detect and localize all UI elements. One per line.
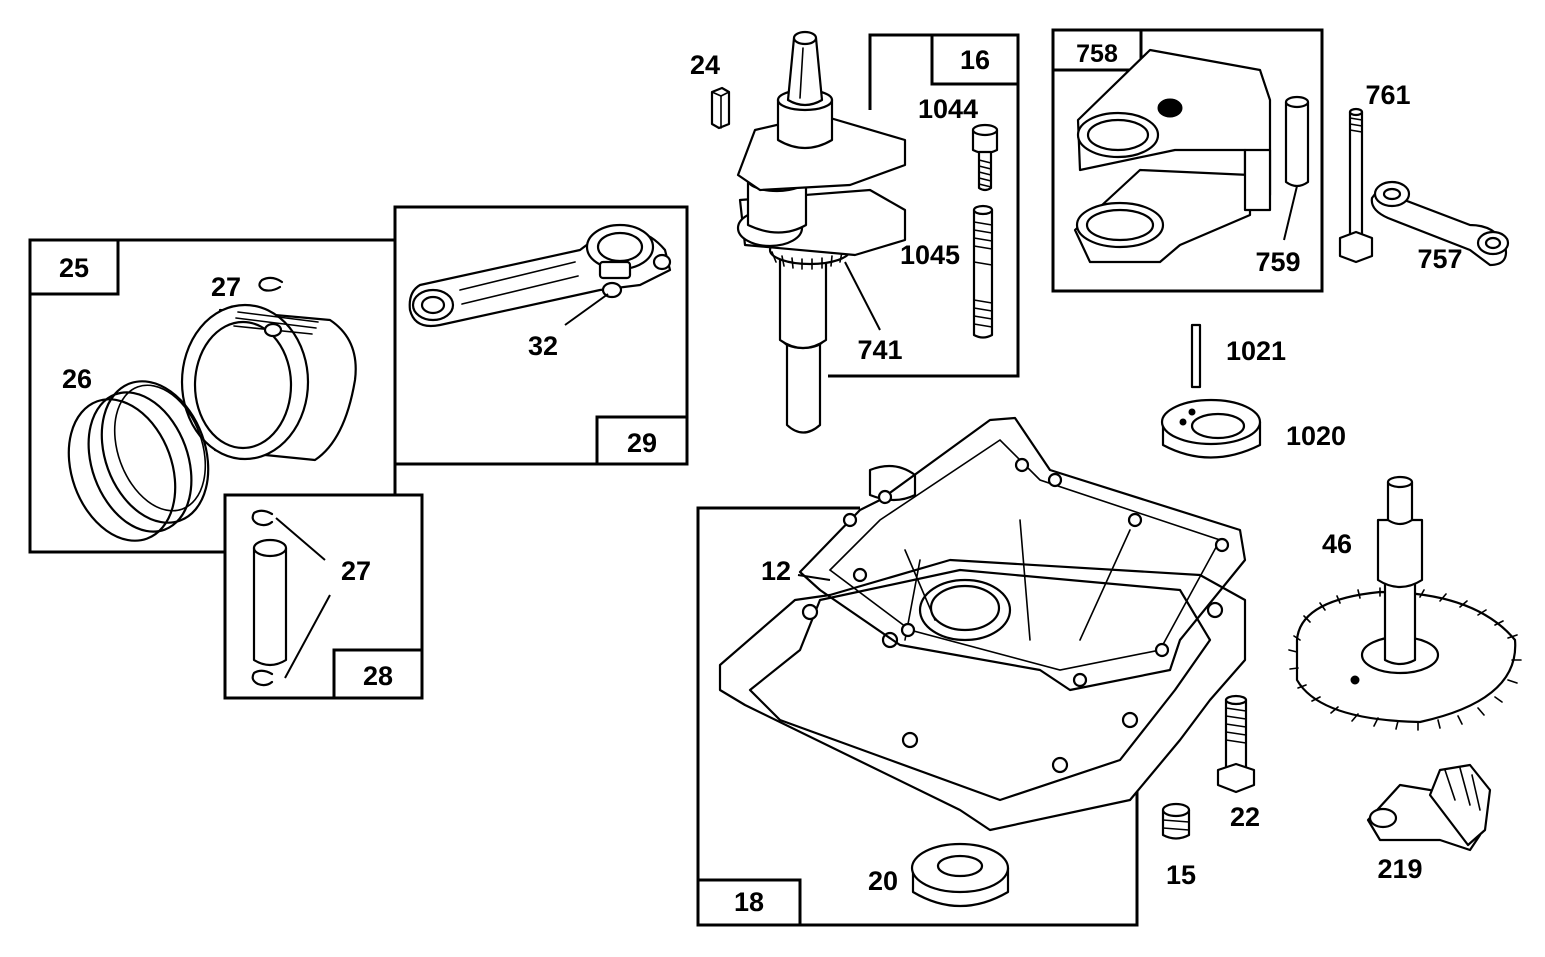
leader-12 xyxy=(797,574,831,581)
leader-27-upper xyxy=(275,517,326,561)
label-24: 24 xyxy=(690,50,720,80)
piston-rings-26 xyxy=(67,380,210,542)
piston-25 xyxy=(180,303,357,462)
crankshaft-16 xyxy=(736,30,907,434)
sump-18 xyxy=(718,464,1247,832)
group-box-18 xyxy=(696,506,1139,927)
governor-219 xyxy=(1366,763,1492,852)
seal-20 xyxy=(910,842,1010,907)
balancer-758 xyxy=(1073,48,1272,264)
pin-759 xyxy=(1284,95,1310,188)
label-16: 16 xyxy=(960,45,990,75)
label-46: 46 xyxy=(1322,529,1352,559)
group-box-16 xyxy=(828,33,1020,378)
leader-741 xyxy=(844,261,881,331)
label-26: 26 xyxy=(62,364,92,394)
label-27-top: 27 xyxy=(211,272,241,302)
label-759: 759 xyxy=(1255,247,1300,277)
leader-759 xyxy=(1283,185,1298,241)
stud-1045 xyxy=(972,204,994,339)
label-18: 18 xyxy=(734,887,764,917)
group-box-28 xyxy=(223,493,424,700)
label-1021: 1021 xyxy=(1226,336,1286,366)
gasket-12 xyxy=(798,416,1247,692)
group-box-758 xyxy=(1051,28,1324,293)
camshaft-46 xyxy=(1288,475,1522,731)
label-20: 20 xyxy=(868,866,898,896)
label-758: 758 xyxy=(1076,40,1118,68)
label-12: 12 xyxy=(761,556,791,586)
label-741: 741 xyxy=(857,335,902,365)
label-29: 29 xyxy=(627,428,657,458)
key-24 xyxy=(710,86,731,130)
label-219: 219 xyxy=(1377,854,1422,884)
label-22: 22 xyxy=(1230,802,1260,832)
bolt-22 xyxy=(1216,694,1256,794)
connecting-rod-29 xyxy=(408,223,672,328)
label-32: 32 xyxy=(528,331,558,361)
label-15: 15 xyxy=(1166,860,1196,890)
leader-32 xyxy=(564,293,609,326)
piston-pin-28 xyxy=(252,538,288,667)
bolt-1044 xyxy=(971,123,999,192)
label-761: 761 xyxy=(1365,80,1410,110)
label-757: 757 xyxy=(1417,244,1462,274)
plug-15 xyxy=(1161,802,1191,840)
leader-27-lower xyxy=(284,594,331,679)
label-1020: 1020 xyxy=(1286,421,1346,451)
label-1045: 1045 xyxy=(900,240,960,270)
circlip-27-lower xyxy=(251,669,274,687)
label-25: 25 xyxy=(59,253,89,283)
link-757 xyxy=(1370,180,1510,267)
bolt-761 xyxy=(1338,107,1374,264)
circlip-27-top xyxy=(258,276,284,292)
dowel-1021 xyxy=(1190,323,1202,389)
label-27-pin: 27 xyxy=(341,556,371,586)
circlip-27-upper xyxy=(251,509,274,527)
bushing-1020 xyxy=(1160,398,1262,459)
group-box-29 xyxy=(393,205,689,466)
label-1044: 1044 xyxy=(918,94,978,124)
label-28: 28 xyxy=(363,661,393,691)
